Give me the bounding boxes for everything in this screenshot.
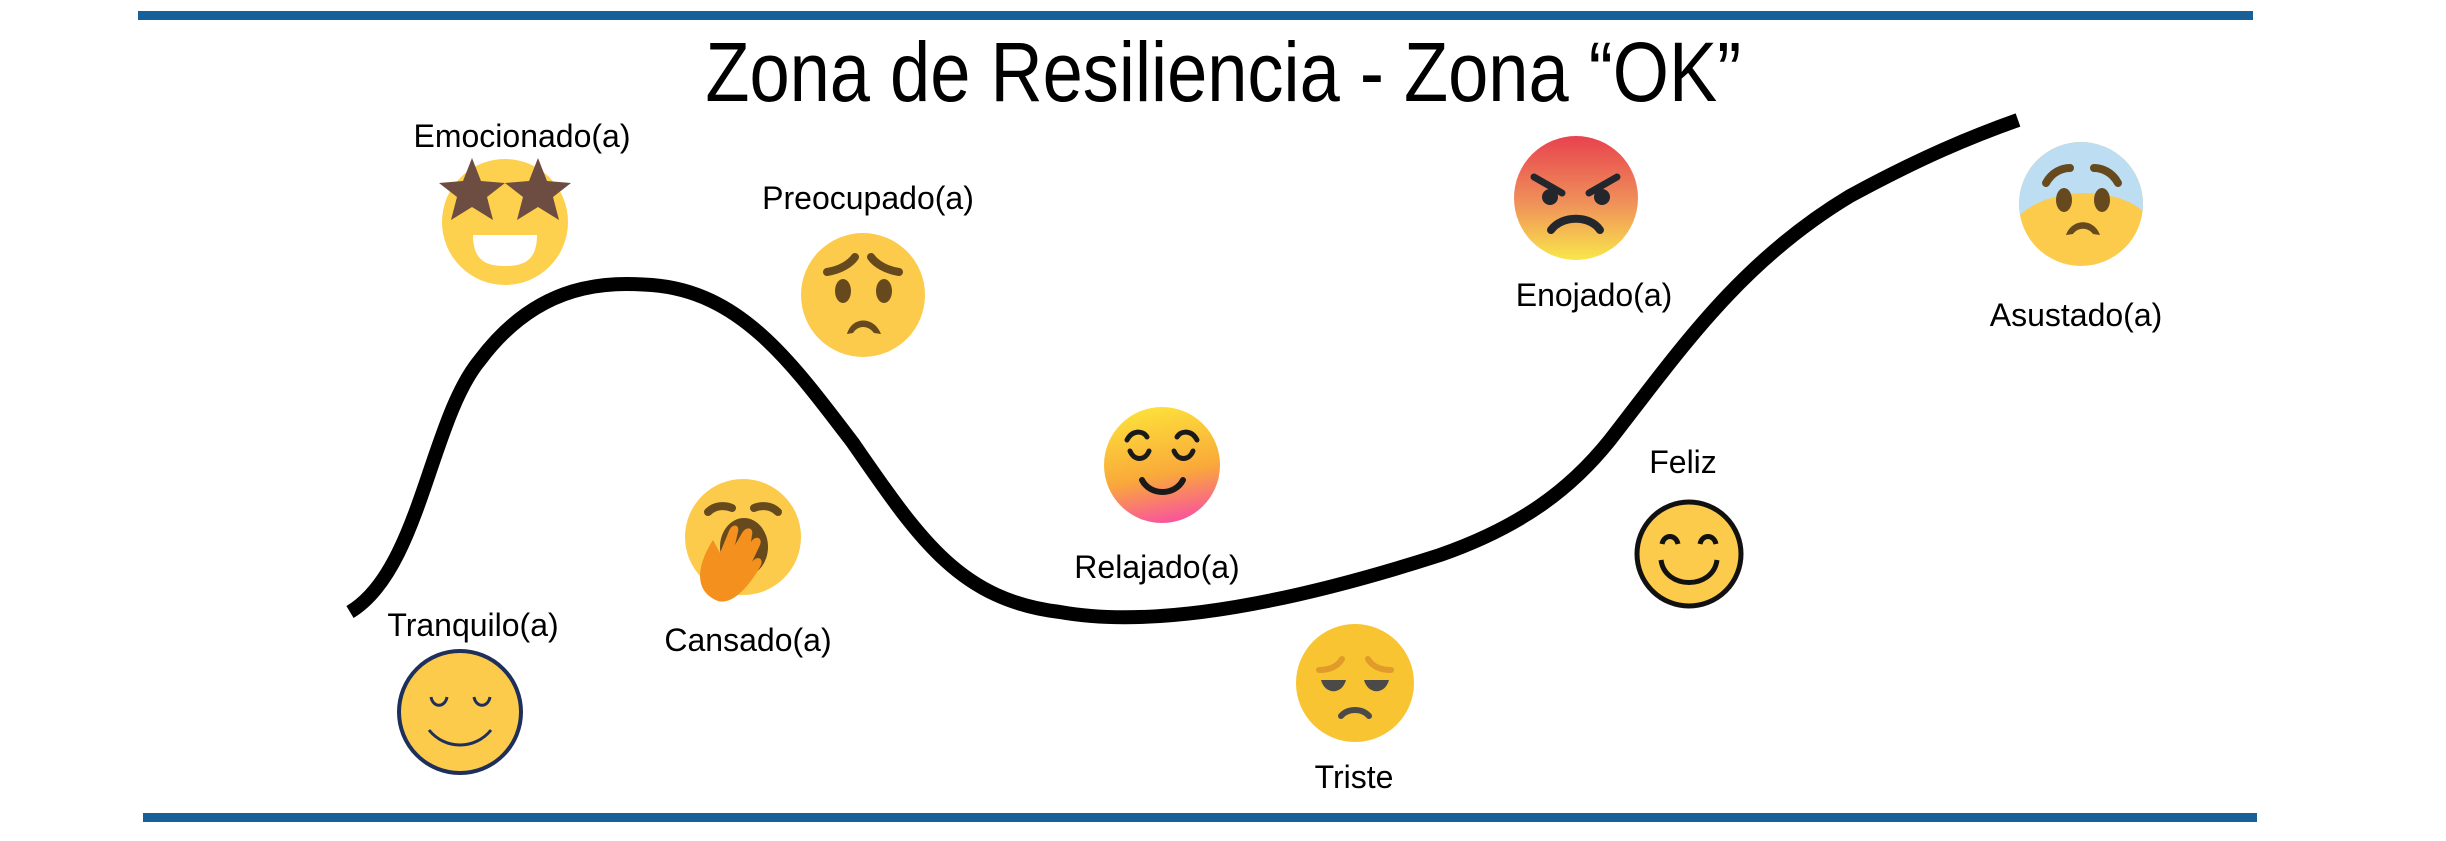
label-feliz: Feliz <box>1649 444 1717 480</box>
label-asustado: Asustado(a) <box>1989 297 2163 333</box>
pensive-face-icon <box>1296 624 1414 742</box>
top-border-bar <box>138 11 2253 20</box>
label-cansado: Cansado(a) <box>664 622 832 658</box>
page-title-text: Zona de Resiliencia - Zona “OK” <box>705 25 1741 119</box>
fearful-face-icon <box>2019 142 2143 266</box>
worried-face-icon <box>801 233 925 357</box>
relieved-face-icon <box>1104 407 1220 523</box>
bottom-border-bar <box>143 813 2257 822</box>
resilience-curve <box>346 113 2021 625</box>
smiling-face-icon <box>1634 499 1744 609</box>
label-relajado: Relajado(a) <box>1074 549 1240 585</box>
star-struck-face-icon <box>439 158 571 285</box>
calm-smiling-face-icon <box>397 649 523 775</box>
label-triste: Triste <box>1314 759 1394 795</box>
label-preocupado: Preocupado(a) <box>762 180 974 216</box>
angry-face-icon <box>1514 136 1638 260</box>
label-emocionado: Emocionado(a) <box>413 118 631 154</box>
page-title: Zona de Resiliencia - Zona “OK” <box>0 22 2446 122</box>
label-enojado: Enojado(a) <box>1515 277 1673 313</box>
yawning-face-icon <box>685 479 801 602</box>
label-tranquilo: Tranquilo(a) <box>387 607 559 643</box>
